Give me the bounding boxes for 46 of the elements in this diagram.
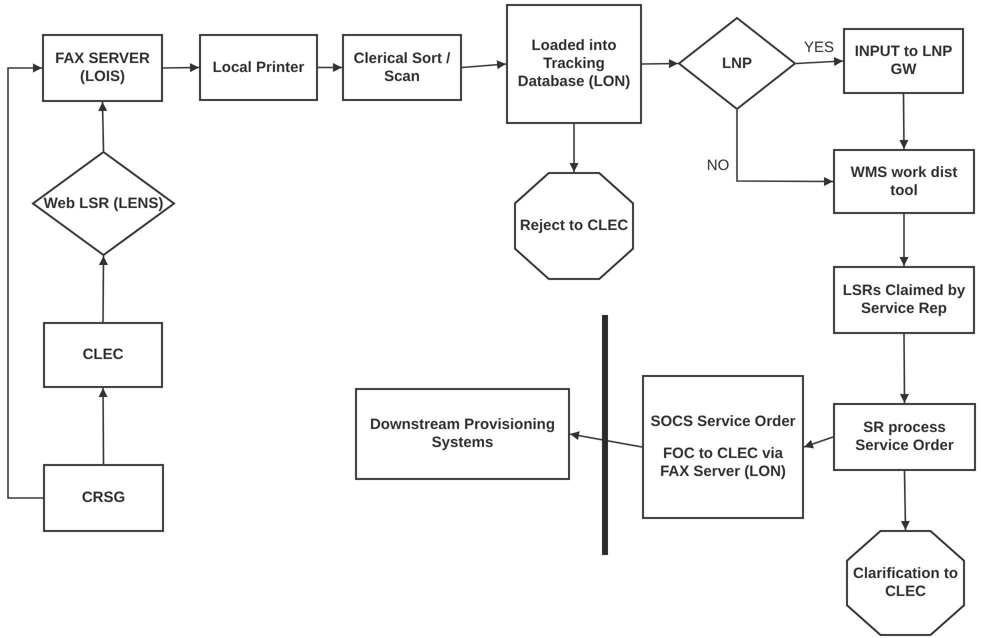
process-box [833, 149, 975, 214]
arrow [796, 56, 844, 66]
node-text: Downstream Provisioning Systems [368, 416, 556, 452]
node-text: FAX SERVER (LOIS) [54, 50, 151, 86]
node-text: LSRs Claimed by Service Rep [842, 282, 966, 318]
arrow [98, 256, 108, 322]
node-text: Reject to CLEC [520, 217, 628, 235]
node-text: Loaded into Tracking Database (LON) [516, 37, 632, 91]
process-box [355, 388, 570, 480]
arrow [900, 214, 908, 266]
process-box [42, 34, 163, 102]
arrow [736, 110, 833, 186]
node-text: Clarification to CLEC [852, 565, 959, 601]
arrow [570, 124, 578, 172]
arrow [899, 94, 908, 149]
node-text: Clerical Sort / Scan [352, 50, 452, 86]
node-text: INPUT to LNP GW [854, 43, 954, 79]
arrow [570, 431, 642, 448]
arrow [804, 436, 834, 448]
arrow [162, 63, 200, 72]
arrow [900, 470, 910, 530]
process-box [43, 322, 163, 388]
node-text: CRSG [82, 489, 126, 507]
node-text: Web LSR (LENS) [44, 194, 164, 212]
process-box [833, 266, 975, 334]
node-text: SR process Service Order [854, 419, 955, 455]
node-text: WMS work dist tool [850, 164, 958, 200]
node-text: FOC to CLEC via FAX Server (LON) [659, 445, 787, 481]
arrow [462, 60, 506, 70]
arrow [900, 334, 909, 403]
node-text: SOCS Service Order [650, 413, 796, 431]
node-text: Local Printer [212, 58, 304, 76]
process-box [642, 375, 804, 519]
arrow [98, 388, 108, 464]
process-box [342, 34, 462, 101]
process-box [833, 403, 976, 471]
node-text: CLEC [82, 346, 124, 364]
node-text: LNP [722, 54, 752, 72]
process-box [43, 464, 164, 532]
arrow [318, 63, 342, 72]
process-box [199, 34, 318, 101]
arrow [7, 64, 43, 499]
process-box [843, 28, 964, 94]
arrow [98, 102, 108, 152]
arrow [642, 59, 678, 68]
process-box [506, 4, 642, 124]
